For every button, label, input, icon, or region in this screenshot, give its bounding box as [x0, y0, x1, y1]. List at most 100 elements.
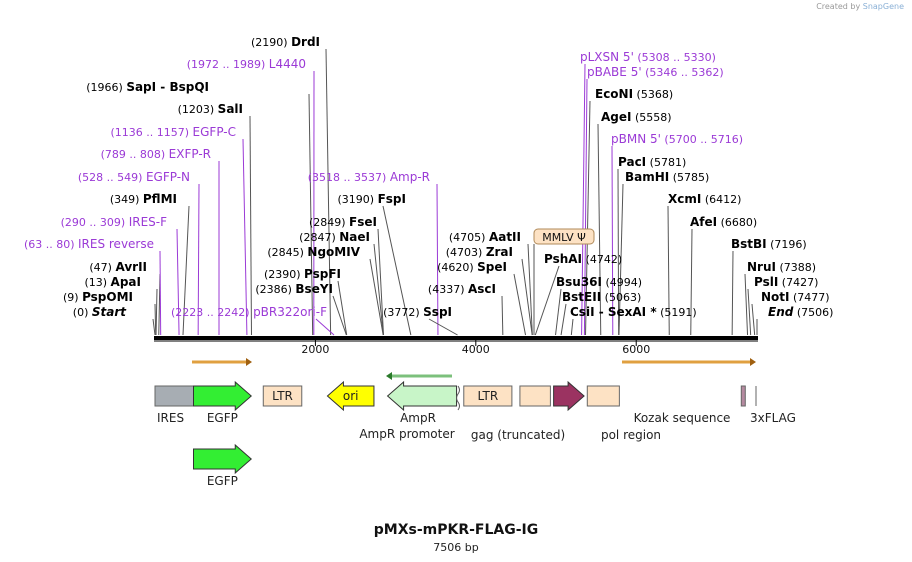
site-coord: (4705) [449, 231, 489, 244]
enzyme-site-label: XcmI (6412) [668, 192, 741, 206]
site-name: NgoMIV [307, 245, 360, 259]
site-leader [155, 288, 158, 336]
mmlv-psi-box [533, 228, 595, 245]
site-coord: (9) [63, 291, 82, 304]
site-name: NruI [747, 260, 776, 274]
site-coord: (2386) [255, 283, 295, 296]
primer-label: (789 .. 808) EXFP-R [101, 147, 211, 161]
enzyme-site-label: NotI (7477) [761, 290, 830, 304]
enzyme-site-label: BstEII (5063) [562, 290, 641, 304]
site-name: PacI [618, 155, 646, 169]
primer-label: pLXSN 5' (5308 .. 5330) [580, 50, 716, 64]
primer-label: (3518 .. 3537) Amp-R [308, 170, 430, 184]
primer-label: pBMN 5' (5700 .. 5716) [611, 132, 743, 146]
site-name: BamHI [625, 170, 669, 184]
site-coord: (47) [89, 261, 115, 274]
site-coord: (5781) [646, 156, 686, 169]
site-name: ZraI [486, 245, 513, 259]
site-leader [369, 258, 384, 336]
enzyme-site-label: (3190) FspI [338, 192, 406, 206]
site-name: L4440 [269, 57, 306, 71]
site-leader [159, 250, 162, 336]
site-leader [585, 100, 591, 336]
enzyme-site-label: EcoNI (5368) [595, 87, 673, 101]
feature-arrow [326, 380, 375, 412]
enzyme-site-label: (2845) NgoMIV [267, 245, 360, 259]
primer-bind-arrow [246, 358, 252, 366]
site-coord: (5558) [631, 111, 671, 124]
site-coord: (1136 .. 1157) [110, 126, 192, 139]
site-leader [337, 280, 348, 336]
site-coord: (5346 .. 5362) [642, 66, 724, 79]
feature-box [740, 385, 746, 407]
site-name: pLXSN 5' [580, 50, 634, 64]
site-leader [521, 258, 533, 336]
site-leader [747, 288, 752, 336]
site-leader [744, 273, 749, 336]
credit: Created by SnapGene [816, 2, 904, 11]
site-coord: (4337) [428, 283, 468, 296]
site-coord: (528 .. 549) [78, 171, 146, 184]
site-name: PflMI [143, 192, 177, 206]
site-coord: (2845) [267, 246, 307, 259]
feature-arrow [192, 380, 253, 412]
site-leader [731, 250, 734, 336]
primer-label: (63 .. 80) IRES reverse [24, 237, 154, 251]
plasmid-title: pMXs-mPKR-FLAG-IG [373, 522, 539, 538]
enzyme-site-label: PslI (7427) [754, 275, 818, 289]
site-coord: (1966) [86, 81, 126, 94]
site-name: AatII [489, 230, 521, 244]
site-leader [751, 303, 756, 336]
primer-label: pBABE 5' (5346 .. 5362) [587, 65, 724, 79]
site-leader [690, 228, 693, 336]
site-name: Start [92, 305, 127, 319]
feature-label: pol region [601, 428, 661, 442]
scale-tick-label: 2000 [301, 343, 329, 356]
primer-bind-arrow [750, 358, 756, 366]
enzyme-site-label: (13) ApaI [84, 275, 141, 289]
site-name: BseYI [295, 282, 333, 296]
site-leader [560, 303, 567, 336]
enzyme-site-label: AfeI (6680) [690, 215, 757, 229]
site-leader [583, 78, 588, 336]
site-extra: - BspQI [156, 80, 209, 94]
enzyme-site-label: AgeI (5558) [601, 110, 672, 124]
enzyme-site-label: BstBI (7196) [731, 237, 807, 251]
feature-label: 3xFLAG [750, 411, 796, 425]
site-labels: (0) Start(9) PspOMI(13) ApaI(47) AvrII(6… [24, 35, 833, 319]
enzyme-site-label: NruI (7388) [747, 260, 816, 274]
site-leader [154, 303, 157, 336]
site-coord: (3772) [383, 306, 423, 319]
enzyme-site-label: (2390) PspFI [264, 267, 341, 281]
site-leader [382, 205, 412, 336]
site-coord: (2847) [299, 231, 339, 244]
site-name: PslI [754, 275, 778, 289]
enzyme-site-label: (4620) SpeI [437, 260, 507, 274]
site-coord: (5191) [657, 306, 697, 319]
site-coord: (5785) [669, 171, 709, 184]
primer-label: (1972 .. 1989) L4440 [187, 57, 306, 71]
credit-prefix: Created by [816, 2, 861, 11]
enzyme-site-label: PshAI (4742) [544, 252, 622, 266]
site-name: SapI [126, 80, 156, 94]
site-leader [611, 145, 614, 336]
site-coord: (4742) [582, 253, 622, 266]
site-leader [242, 138, 248, 336]
site-coord: (789 .. 808) [101, 148, 169, 161]
feature-box [463, 385, 513, 407]
enzyme-site-label: (2386) BseYI [255, 282, 333, 296]
site-leader [308, 93, 314, 336]
site-name: BstEII [562, 290, 601, 304]
enzyme-site-label: Bsu36I (4994) [556, 275, 642, 289]
site-leader [373, 243, 384, 336]
site-coord: (7506) [793, 306, 833, 319]
site-coord: (2223 .. 2242) [171, 306, 253, 319]
site-name: PspFI [304, 267, 341, 281]
site-name: Bsu36I [556, 275, 602, 289]
site-leader [501, 295, 504, 336]
enzyme-site-label: (4703) ZraI [446, 245, 513, 259]
site-coord: (3190) [338, 193, 378, 206]
site-coord: (7477) [790, 291, 830, 304]
